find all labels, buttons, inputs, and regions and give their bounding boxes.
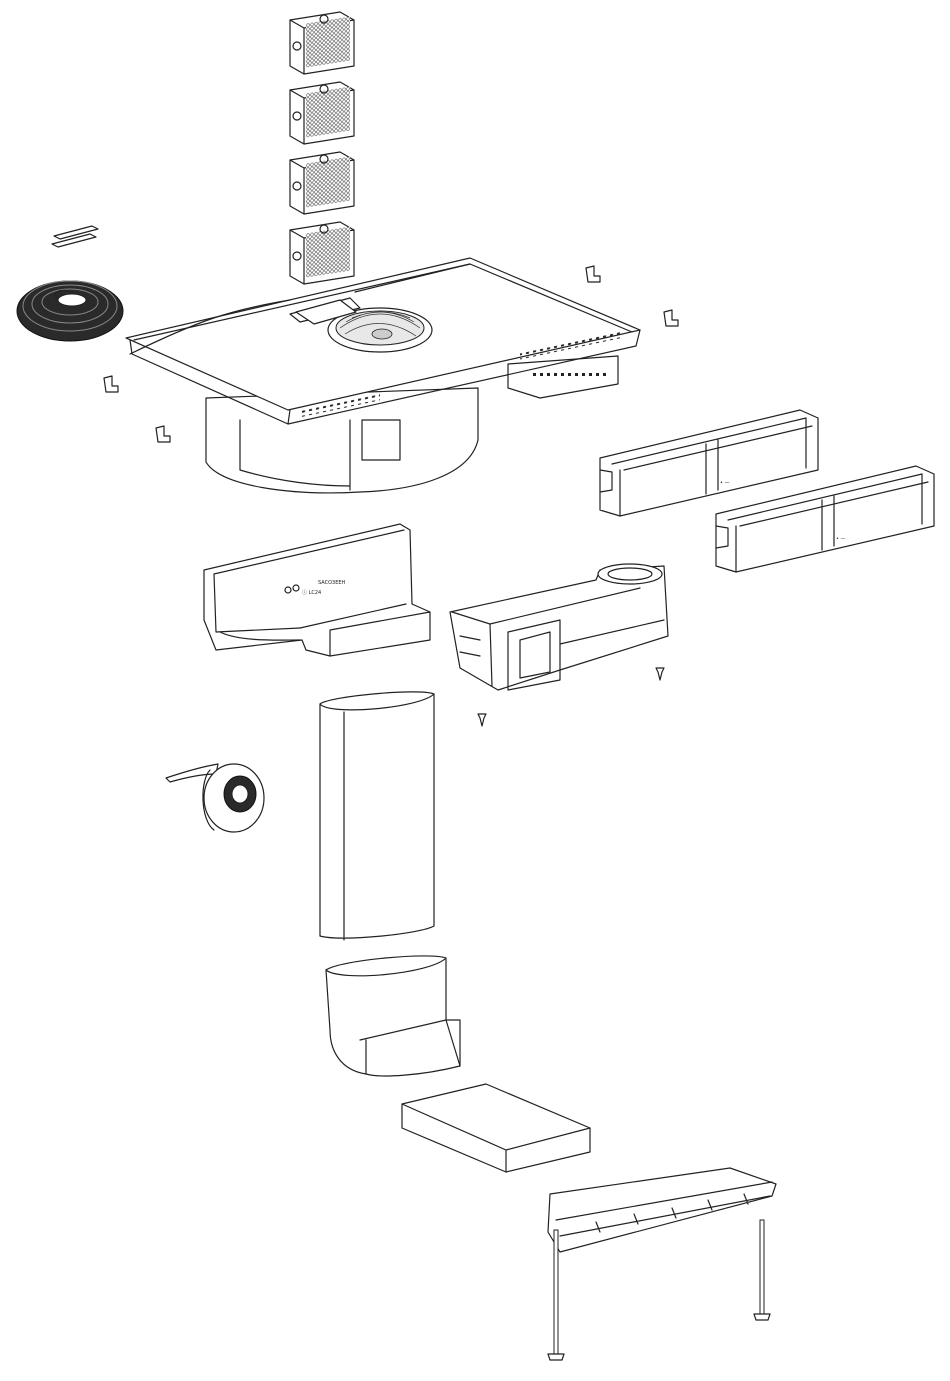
screw-1 — [656, 668, 664, 680]
carbon-filter-4 — [290, 222, 354, 284]
svg-text:ⓘ LC24: ⓘ LC24 — [302, 589, 321, 596]
adhesive-tape-roll — [166, 764, 264, 832]
cooktop-hob — [126, 258, 640, 493]
plinth-outlet — [548, 1168, 776, 1252]
bracket-4 — [156, 426, 170, 442]
bracket-3 — [104, 376, 118, 392]
svg-text:SACO3EEH: SACO3EEH — [318, 580, 346, 586]
clip-strips — [52, 226, 98, 247]
bracket-2 — [664, 310, 678, 326]
screw-2 — [478, 714, 486, 726]
transition-duct: SACO3EEH ⓘ LC24 — [204, 524, 430, 656]
support-rod-2 — [754, 1220, 770, 1320]
motor-housing — [450, 564, 668, 690]
vertical-duct — [320, 692, 434, 940]
carbon-filters — [290, 12, 354, 284]
elbow-duct — [326, 956, 460, 1076]
svg-text:• —: • — — [836, 536, 846, 542]
flat-duct — [402, 1084, 590, 1172]
carbon-filter-2 — [290, 82, 354, 144]
seal-tape-coil — [17, 281, 123, 341]
carbon-filter-1 — [290, 12, 354, 74]
bracket-1 — [586, 266, 600, 282]
svg-text:• —: • — — [720, 480, 730, 486]
carbon-filter-3 — [290, 152, 354, 214]
